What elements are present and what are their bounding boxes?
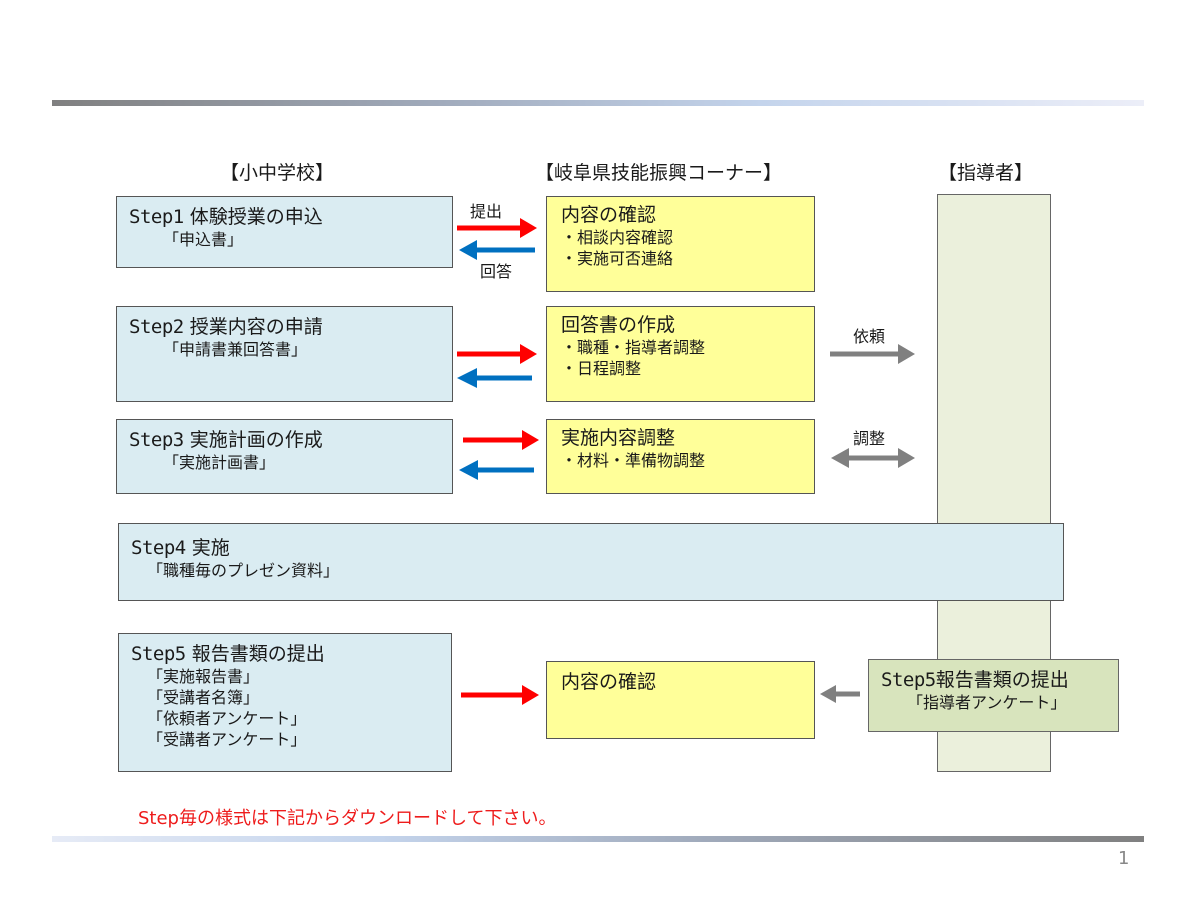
reply-arrow (459, 460, 534, 480)
instructor-report-box: Step5報告書類の提出 「指導者アンケート」 (868, 659, 1119, 732)
corner-box-4-title: 内容の確認 (561, 671, 657, 693)
reply-label: 回答 (480, 262, 513, 281)
step1-box: Step1 体験授業の申込 「申込書」 (116, 196, 453, 268)
column-header-school: 【小中学校】 (220, 162, 335, 184)
step5-doc: 「依頼者アンケート」 (147, 709, 307, 728)
step5-doc: 「実施報告書」 (147, 667, 260, 686)
corner-box-3-title: 実施内容調整 (561, 427, 676, 449)
step5-doc: 「受講者名簿」 (147, 688, 260, 707)
step3-doc: 「実施計画書」 (163, 453, 276, 472)
step4-title: Step4 実施 (131, 537, 230, 559)
step3-box: Step3 実施計画の作成 「実施計画書」 (116, 419, 453, 494)
step4-box: Step4 実施 「職種毎のプレゼン資料」 (118, 523, 1064, 601)
page-number: 1 (1118, 848, 1130, 869)
adjust-arrow (831, 448, 915, 468)
corner-box-2-title: 回答書の作成 (561, 314, 676, 336)
corner-box-1-title: 内容の確認 (561, 204, 657, 226)
step2-doc: 「申請書兼回答書」 (163, 340, 308, 359)
step-number: Step4 (131, 537, 186, 559)
corner-box-2-item: ・職種・指導者調整 (561, 338, 706, 357)
step5-title: Step5 報告書類の提出 (131, 643, 325, 665)
request-label: 依頼 (853, 327, 886, 346)
corner-box-2-item: ・日程調整 (561, 359, 642, 378)
step-number: Step5 (881, 669, 936, 691)
step5-doc: 「受講者アンケート」 (147, 730, 307, 749)
reply-arrow (459, 240, 535, 260)
step1-title: Step1 体験授業の申込 (129, 206, 323, 228)
download-note: Step毎の様式は下記からダウンロードして下さい。 (138, 808, 557, 829)
step1-doc: 「申込書」 (163, 230, 244, 249)
submit-arrow (463, 430, 539, 450)
submit-label: 提出 (470, 202, 503, 221)
corner-box-1-item: ・実施可否連絡 (561, 249, 674, 268)
header-divider (52, 100, 1144, 106)
column-header-corner: 【岐阜県技能振興コーナー】 (535, 162, 783, 184)
step-number: Step5 (131, 643, 186, 665)
footer-divider (52, 836, 1144, 842)
corner-box-3: 実施内容調整 ・材料・準備物調整 (546, 419, 815, 494)
corner-box-1-item: ・相談内容確認 (561, 228, 674, 247)
column-header-instructor: 【指導者】 (938, 162, 1034, 184)
step-number: Step2 (129, 316, 184, 338)
step1-title-text: 体験授業の申込 (189, 206, 323, 228)
instructor-report-title: Step5報告書類の提出 (881, 669, 1069, 691)
corner-box-4: 内容の確認 (546, 661, 815, 739)
step2-box: Step2 授業内容の申請 「申請書兼回答書」 (116, 306, 453, 402)
reply-arrow (457, 368, 532, 388)
instructor-report-doc: 「指導者アンケート」 (907, 693, 1067, 712)
step2-title: Step2 授業内容の申請 (129, 316, 323, 338)
corner-box-3-item: ・材料・準備物調整 (561, 451, 706, 470)
adjust-label: 調整 (853, 429, 886, 448)
step5-box: Step5 報告書類の提出 「実施報告書」 「受講者名簿」 「依頼者アンケート」… (118, 633, 452, 772)
corner-box-2: 回答書の作成 ・職種・指導者調整 ・日程調整 (546, 306, 815, 402)
instructor-submit-arrow (820, 685, 860, 703)
step3-title: Step3 実施計画の作成 (129, 429, 323, 451)
submit-arrow (457, 344, 537, 364)
corner-box-1: 内容の確認 ・相談内容確認 ・実施可否連絡 (546, 196, 815, 292)
request-arrow (830, 344, 915, 364)
step-number: Step3 (129, 429, 184, 451)
submit-arrow (461, 685, 539, 705)
step4-doc: 「職種毎のプレゼン資料」 (147, 561, 340, 580)
